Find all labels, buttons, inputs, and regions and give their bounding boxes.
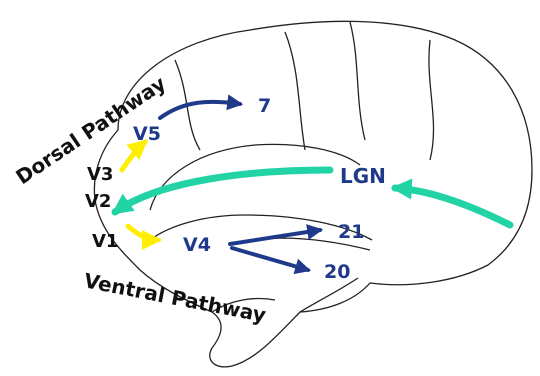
area-21-label: 21: [338, 221, 364, 243]
v5-to-7-arrow: [160, 102, 240, 118]
lateral-sulcus: [150, 144, 360, 210]
lgn-to-v1-arrow: [115, 170, 330, 212]
v2-to-v3-arrow: [122, 142, 145, 170]
area-20-label: 20: [324, 261, 350, 283]
lgn-input-arrow: [395, 188, 510, 225]
area-v3-label: V3: [87, 164, 113, 185]
ventral-pathway-label: Ventral Pathway: [82, 268, 268, 327]
area-v5-label: V5: [133, 123, 161, 145]
area-v1-label: V1: [92, 231, 118, 252]
central-sulcus: [285, 32, 305, 150]
area-7-label: 7: [258, 95, 271, 117]
area-v2-label: V2: [85, 191, 111, 212]
lgn-label: LGN: [340, 164, 386, 188]
pathway-arrows: [115, 102, 510, 270]
area-v4-label: V4: [183, 234, 211, 256]
v4-to-21-arrow: [230, 230, 320, 244]
v1-to-v4-arrow: [128, 226, 158, 240]
frontal-sulcus: [429, 40, 434, 160]
parietal-sulcus: [350, 22, 365, 140]
v4-to-20-arrow: [232, 248, 308, 270]
